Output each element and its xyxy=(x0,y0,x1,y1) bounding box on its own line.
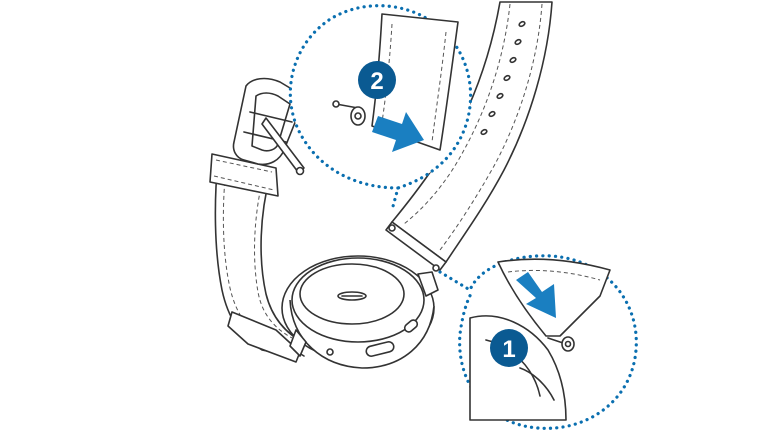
right-strap xyxy=(385,1,553,272)
watch-body xyxy=(281,255,439,369)
step-1-label: 1 xyxy=(502,336,515,363)
left-strap xyxy=(209,153,307,363)
arrow-icon xyxy=(372,112,424,152)
strap-holes xyxy=(480,20,526,136)
step-2-label: 2 xyxy=(370,68,383,95)
callout-step-1: 1 xyxy=(438,254,638,430)
step-1-badge xyxy=(490,329,528,367)
buckle xyxy=(232,77,306,176)
step-2-badge xyxy=(358,61,396,99)
arrow-icon xyxy=(516,272,556,318)
callout-step-2: 2 xyxy=(288,4,473,212)
